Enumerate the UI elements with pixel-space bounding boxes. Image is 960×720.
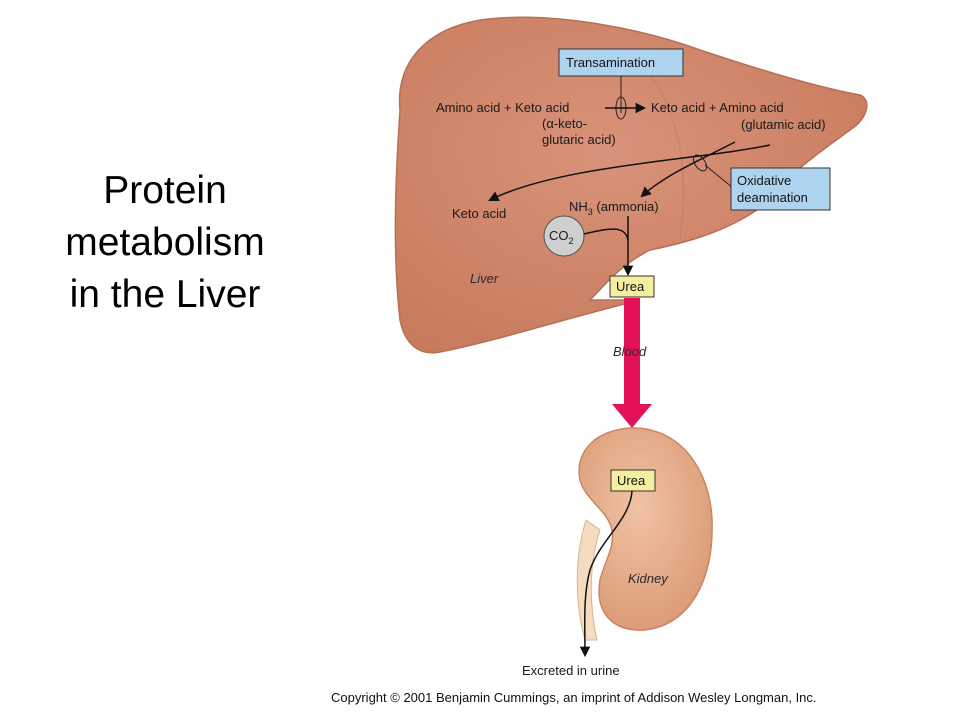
excreted-label: Excreted in urine	[522, 663, 620, 678]
oxidative-deamination-box	[730, 167, 831, 211]
kidney-label: Kidney	[628, 571, 669, 586]
oxidative-label-line-1: Oxidative	[737, 173, 791, 188]
liver-urea-label: Urea	[616, 279, 645, 294]
copyright-text: Copyright © 2001 Benjamin Cummings, an i…	[331, 690, 817, 705]
co2-label: CO2	[549, 228, 574, 246]
ammonia-label: NH3 (ammonia)	[569, 199, 659, 217]
kidney-urea-label: Urea	[617, 473, 646, 488]
blood-label: Blood	[613, 344, 647, 359]
slide-title: Protein metabolism in the Liver	[40, 165, 290, 321]
title-line-3: in the Liver	[69, 273, 261, 316]
co2-circle	[543, 215, 585, 257]
keto-acid-label: Keto acid	[452, 206, 506, 221]
liver-lobe-shading	[639, 59, 685, 241]
liver-urea-box	[609, 275, 655, 298]
ureter-shape	[576, 519, 601, 641]
oxidative-connector	[704, 164, 734, 189]
keto-acid-arrow	[488, 144, 771, 201]
alpha-keto-line-1: (α-keto-	[542, 116, 587, 131]
ammonia-arrow	[640, 141, 736, 198]
glutamic-acid-label: (glutamic acid)	[741, 117, 826, 132]
blood-arrow-shaft	[624, 298, 640, 406]
kidney-urea-box	[610, 469, 656, 492]
oxidative-loop	[692, 154, 708, 172]
reaction-left-text: Amino acid + Keto acid	[436, 100, 569, 115]
title-line-2: metabolism	[65, 221, 265, 264]
reaction-right-text: Keto acid + Amino acid	[651, 100, 784, 115]
alpha-keto-line-2: glutaric acid)	[542, 132, 616, 147]
transamination-label: Transamination	[566, 55, 655, 70]
oxidative-label-line-2: deamination	[737, 190, 808, 205]
liver-label: Liver	[470, 271, 499, 286]
excretion-arrow	[579, 490, 633, 658]
blood-arrow-head	[612, 404, 652, 428]
title-line-1: Protein	[103, 169, 227, 212]
